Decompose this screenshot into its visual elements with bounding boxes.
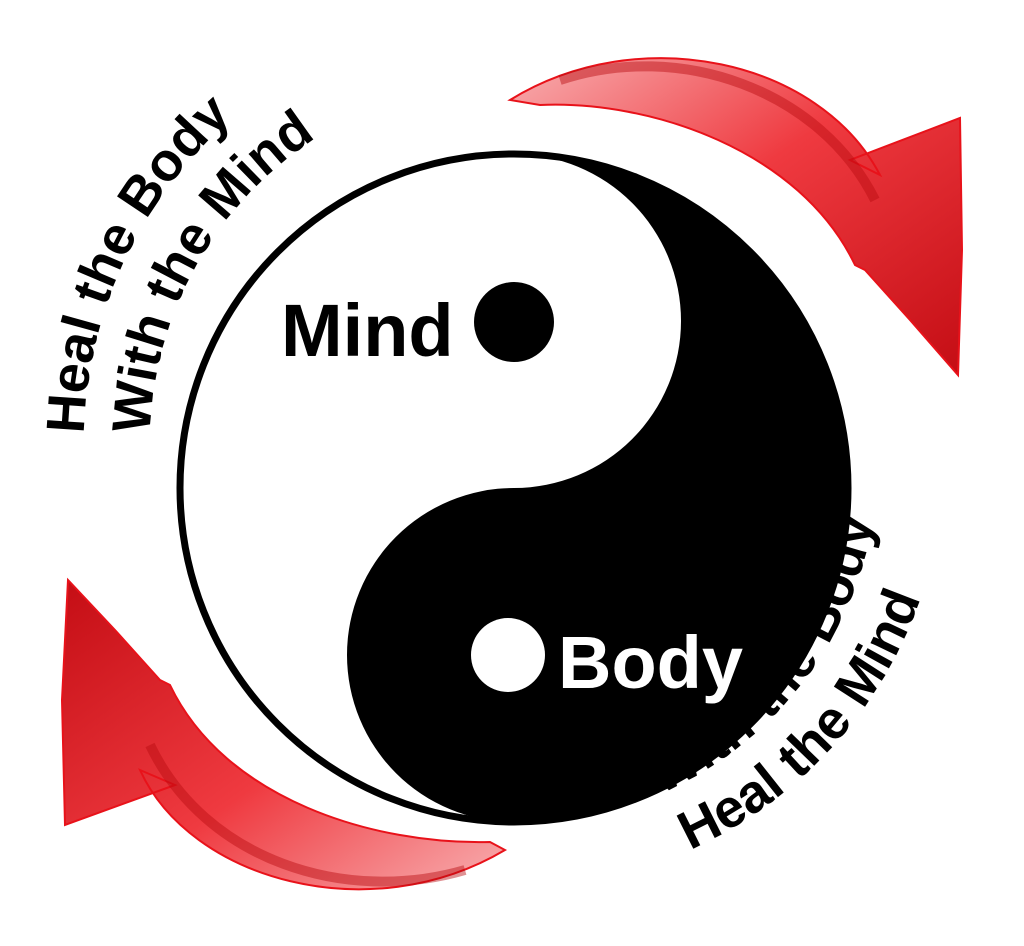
- curved-arrow-clockwise-icon: [60, 577, 508, 891]
- body-dot: [471, 618, 545, 692]
- mind-label: Mind: [281, 289, 454, 372]
- curved-arrow-clockwise-icon: [507, 57, 964, 378]
- mind-dot: [474, 282, 554, 362]
- yin-yang-icon: [176, 150, 852, 826]
- body-label: Body: [558, 621, 743, 704]
